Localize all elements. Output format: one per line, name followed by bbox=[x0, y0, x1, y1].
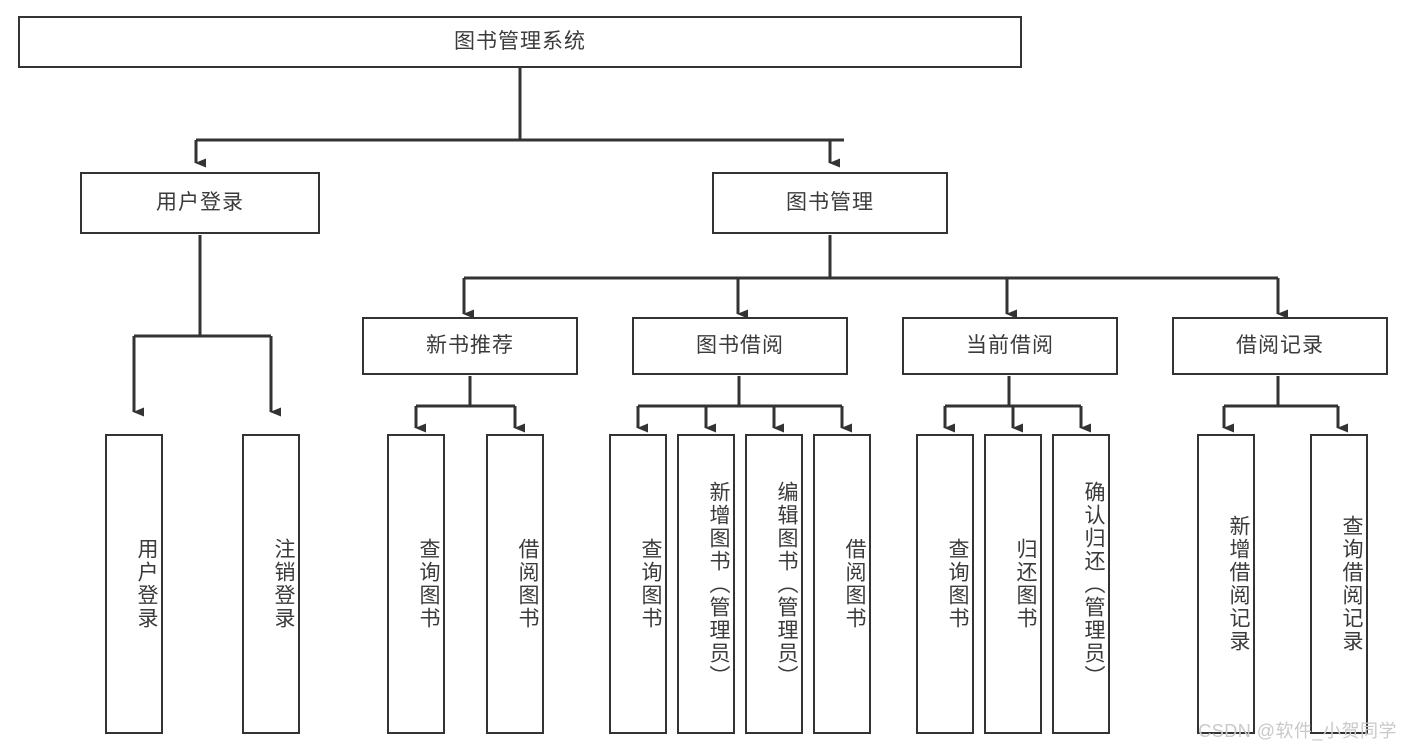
node-leaf-return-book[interactable]: 归还图书 bbox=[984, 434, 1042, 734]
node-current-borrow[interactable]: 当前借阅 bbox=[902, 317, 1118, 375]
node-leaf-add-record[interactable]: 新增借阅记录 bbox=[1197, 434, 1255, 734]
node-leaf-return-book-label: 归还图书 bbox=[1014, 538, 1037, 630]
node-root[interactable]: 图书管理系统 bbox=[18, 16, 1022, 68]
node-book-borrow-label: 图书借阅 bbox=[696, 334, 784, 358]
node-new-book-recommend-label: 新书推荐 bbox=[426, 334, 514, 358]
node-leaf-query-book-3[interactable]: 查询图书 bbox=[916, 434, 974, 734]
node-book-borrow[interactable]: 图书借阅 bbox=[632, 317, 848, 375]
node-root-label: 图书管理系统 bbox=[454, 30, 586, 54]
node-user-login-label: 用户登录 bbox=[156, 191, 244, 215]
node-user-login[interactable]: 用户登录 bbox=[80, 172, 320, 234]
node-leaf-user-login[interactable]: 用户登录 bbox=[105, 434, 163, 734]
node-leaf-add-book[interactable]: 新增图书（管理员） bbox=[677, 434, 735, 734]
node-leaf-query-book-2[interactable]: 查询图书 bbox=[609, 434, 667, 734]
node-leaf-query-book-3-label: 查询图书 bbox=[946, 538, 969, 630]
node-leaf-logout-login[interactable]: 注销登录 bbox=[242, 434, 300, 734]
node-leaf-edit-book-label: 编辑图书（管理员） bbox=[775, 480, 798, 688]
node-leaf-borrow-book-1-label: 借阅图书 bbox=[516, 538, 539, 630]
node-leaf-borrow-book-2[interactable]: 借阅图书 bbox=[813, 434, 871, 734]
node-leaf-confirm-return-label: 确认归还（管理员） bbox=[1082, 480, 1105, 688]
node-borrow-record[interactable]: 借阅记录 bbox=[1172, 317, 1388, 375]
node-book-management[interactable]: 图书管理 bbox=[712, 172, 948, 234]
node-leaf-query-record-label: 查询借阅记录 bbox=[1340, 515, 1363, 653]
node-leaf-query-book-2-label: 查询图书 bbox=[639, 538, 662, 630]
node-leaf-add-record-label: 新增借阅记录 bbox=[1227, 515, 1250, 653]
node-leaf-borrow-book-2-label: 借阅图书 bbox=[843, 538, 866, 630]
node-leaf-add-book-label: 新增图书（管理员） bbox=[707, 480, 730, 688]
node-new-book-recommend[interactable]: 新书推荐 bbox=[362, 317, 578, 375]
node-leaf-logout-login-label: 注销登录 bbox=[272, 538, 295, 630]
node-book-management-label: 图书管理 bbox=[786, 191, 874, 215]
node-current-borrow-label: 当前借阅 bbox=[966, 334, 1054, 358]
node-borrow-record-label: 借阅记录 bbox=[1236, 334, 1324, 358]
node-leaf-confirm-return[interactable]: 确认归还（管理员） bbox=[1052, 434, 1110, 734]
watermark-text: CSDN @软件_小贺同学 bbox=[1198, 721, 1397, 741]
node-leaf-query-record[interactable]: 查询借阅记录 bbox=[1310, 434, 1368, 734]
node-leaf-query-book-1-label: 查询图书 bbox=[417, 538, 440, 630]
node-leaf-user-login-label: 用户登录 bbox=[135, 538, 158, 630]
node-leaf-borrow-book-1[interactable]: 借阅图书 bbox=[486, 434, 544, 734]
node-leaf-edit-book[interactable]: 编辑图书（管理员） bbox=[745, 434, 803, 734]
node-leaf-query-book-1[interactable]: 查询图书 bbox=[387, 434, 445, 734]
